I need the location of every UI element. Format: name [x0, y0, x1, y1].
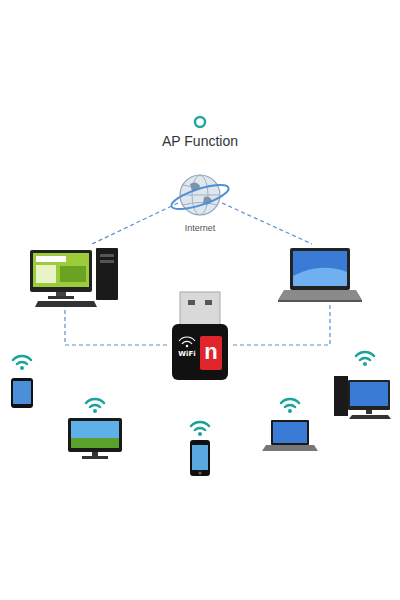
wifi-symbols: [13, 352, 374, 430]
tv-device: [68, 418, 122, 459]
tablet-device: [11, 378, 33, 408]
phone-device: [190, 440, 210, 476]
diagram-title: AP Function: [0, 132, 400, 150]
wifi-dongle: [172, 292, 228, 380]
network-label: Internet: [150, 223, 250, 234]
title-icon: [195, 117, 205, 127]
desktop-device: [334, 376, 391, 419]
logo-text: WiFi: [172, 350, 202, 359]
desktop-computer: [30, 248, 118, 307]
globe-icon: [169, 175, 231, 215]
logo-letter: n: [200, 338, 222, 366]
laptop-computer: [278, 248, 362, 302]
laptop-device: [262, 420, 318, 451]
